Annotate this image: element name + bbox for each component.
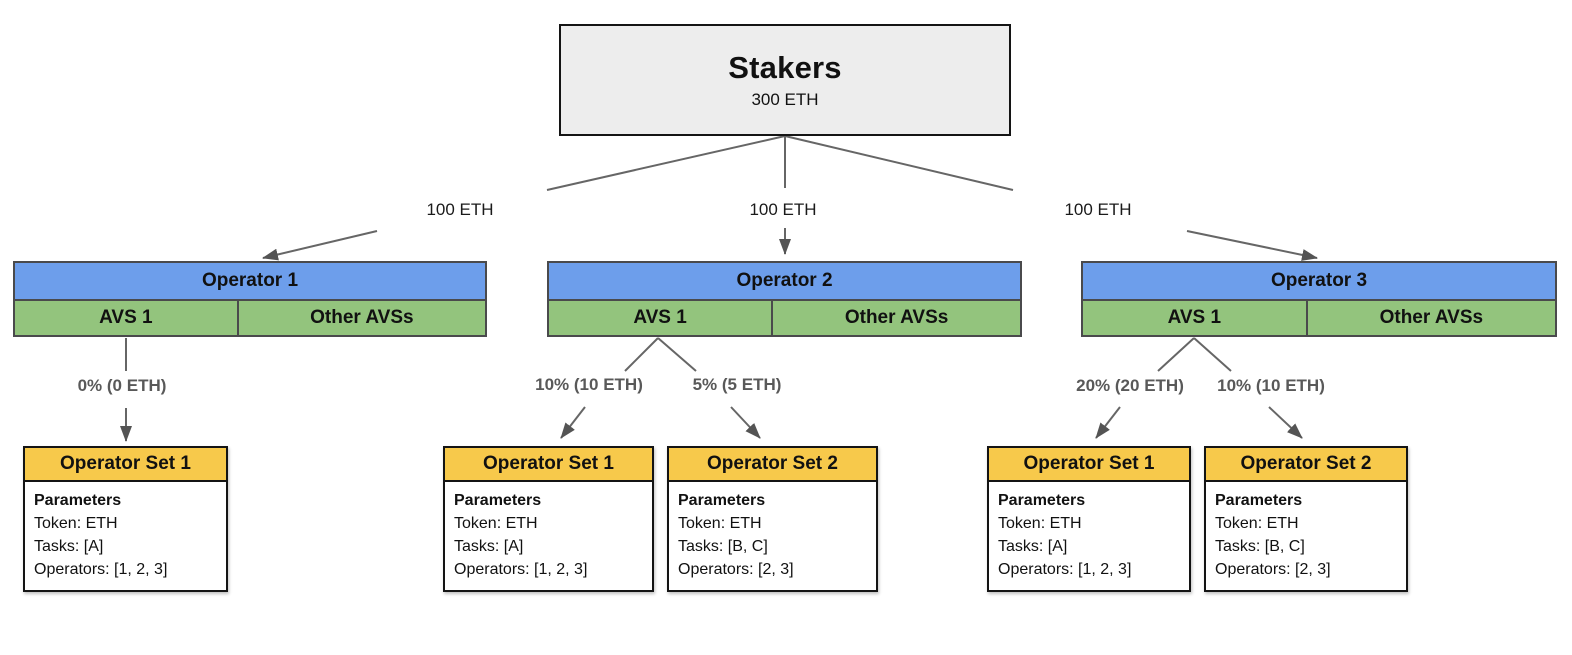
param-operators: Operators: [2, 3] <box>1215 561 1331 578</box>
edge-op3-set1-a <box>1157 337 1195 372</box>
operator-2-other-avss-cell: Other AVSs <box>773 301 1020 335</box>
operator-3-box: Operator 3 AVS 1 Other AVSs <box>1081 261 1557 337</box>
edge-stakers-operator1-a <box>546 135 786 191</box>
edge-op2-set1-a <box>624 337 659 372</box>
param-tasks: Tasks: [B, C] <box>678 538 768 555</box>
edge-stakers-operator3-b <box>1186 230 1318 261</box>
param-operators: Operators: [2, 3] <box>678 561 794 578</box>
op2-operator-set-1-title: Operator Set 1 <box>445 448 652 482</box>
edge-op3-set1-b <box>1095 406 1121 439</box>
delegation-label-3: 100 ETH <box>1061 200 1135 220</box>
param-tasks: Tasks: [A] <box>998 538 1068 555</box>
param-token: Token: ETH <box>998 515 1082 532</box>
op3-operator-set-2-box: Operator Set 2 Parameters Token: ETH Tas… <box>1204 446 1408 592</box>
stakers-box: Stakers 300 ETH <box>559 24 1011 136</box>
operator-1-avs1-cell: AVS 1 <box>15 301 239 335</box>
op3-operator-set-1-title: Operator Set 1 <box>989 448 1189 482</box>
params-heading: Parameters <box>454 492 542 509</box>
stakers-title: Stakers <box>728 50 842 85</box>
operator-3-avs1-cell: AVS 1 <box>1083 301 1308 335</box>
op3-operator-set-2-title: Operator Set 2 <box>1206 448 1406 482</box>
params-heading: Parameters <box>1215 492 1303 509</box>
operator-1-box: Operator 1 AVS 1 Other AVSs <box>13 261 487 337</box>
edge-stakers-operator3-a <box>784 135 1014 191</box>
param-operators: Operators: [1, 2, 3] <box>998 561 1132 578</box>
operator-2-box: Operator 2 AVS 1 Other AVSs <box>547 261 1022 337</box>
param-tasks: Tasks: [B, C] <box>1215 538 1305 555</box>
op2-operator-set-2-box: Operator Set 2 Parameters Token: ETH Tas… <box>667 446 878 592</box>
operator-1-other-avss-cell: Other AVSs <box>238 301 485 335</box>
allocation-label-op2-set2: 5% (5 ETH) <box>689 375 785 395</box>
delegation-label-2: 100 ETH <box>746 200 820 220</box>
delegation-label-1: 100 ETH <box>423 200 497 220</box>
allocation-label-op3-set2: 10% (10 ETH) <box>1214 376 1328 396</box>
allocation-label-op1-set1: 0% (0 ETH) <box>74 376 170 396</box>
stakers-amount: 300 ETH <box>751 90 819 109</box>
allocation-label-op2-set1: 10% (10 ETH) <box>532 375 646 395</box>
param-tasks: Tasks: [A] <box>34 538 104 555</box>
edge-op3-set2-b <box>1268 406 1303 439</box>
param-operators: Operators: [1, 2, 3] <box>34 561 168 578</box>
operator-1-title: Operator 1 <box>15 263 485 301</box>
param-token: Token: ETH <box>34 515 118 532</box>
op1-operator-set-1-title: Operator Set 1 <box>25 448 226 482</box>
param-token: Token: ETH <box>678 515 762 532</box>
edge-op2-set1-b <box>560 406 586 439</box>
edge-op2-set2-b <box>730 406 761 439</box>
op2-operator-set-2-title: Operator Set 2 <box>669 448 876 482</box>
param-tasks: Tasks: [A] <box>454 538 524 555</box>
params-heading: Parameters <box>678 492 766 509</box>
operator-3-title: Operator 3 <box>1083 263 1555 301</box>
operator-2-title: Operator 2 <box>549 263 1020 301</box>
edge-op3-set2-a <box>1193 337 1232 372</box>
operator-3-other-avss-cell: Other AVSs <box>1307 301 1555 335</box>
operator-2-avs1-cell: AVS 1 <box>549 301 774 335</box>
param-token: Token: ETH <box>454 515 538 532</box>
op1-operator-set-1-box: Operator Set 1 Parameters Token: ETH Tas… <box>23 446 228 592</box>
params-heading: Parameters <box>998 492 1086 509</box>
allocation-label-op3-set1: 20% (20 ETH) <box>1073 376 1187 396</box>
edge-stakers-operator1-b <box>262 230 378 261</box>
op2-operator-set-1-box: Operator Set 1 Parameters Token: ETH Tas… <box>443 446 654 592</box>
param-operators: Operators: [1, 2, 3] <box>454 561 588 578</box>
params-heading: Parameters <box>34 492 122 509</box>
edge-op2-set2-a <box>657 337 697 372</box>
op3-operator-set-1-box: Operator Set 1 Parameters Token: ETH Tas… <box>987 446 1191 592</box>
param-token: Token: ETH <box>1215 515 1299 532</box>
